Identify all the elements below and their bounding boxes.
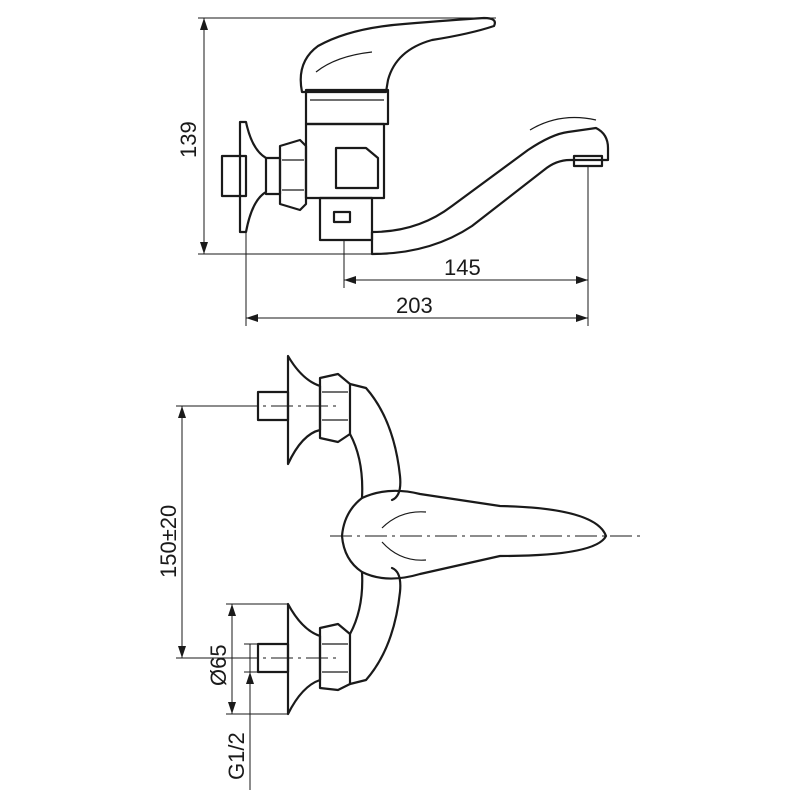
reach-label: 145 (444, 255, 481, 280)
side-view (220, 16, 610, 256)
length-label: 203 (396, 293, 433, 318)
height-label: 139 (176, 121, 201, 158)
center-lines (236, 405, 640, 659)
dimension-center-distance: 150±20 (156, 405, 256, 659)
top-view (256, 354, 608, 716)
dimension-length-203: 203 (245, 232, 589, 326)
dimension-flange-diameter: Ø65 (206, 603, 288, 715)
dimension-height-139: 139 (176, 17, 496, 255)
dimension-reach-145: 145 (343, 166, 589, 288)
diameter-label: Ø65 (206, 644, 231, 686)
dimension-thread: G1/2 (224, 643, 258, 790)
thread-label: G1/2 (224, 732, 249, 780)
center-distance-label: 150±20 (156, 505, 181, 578)
